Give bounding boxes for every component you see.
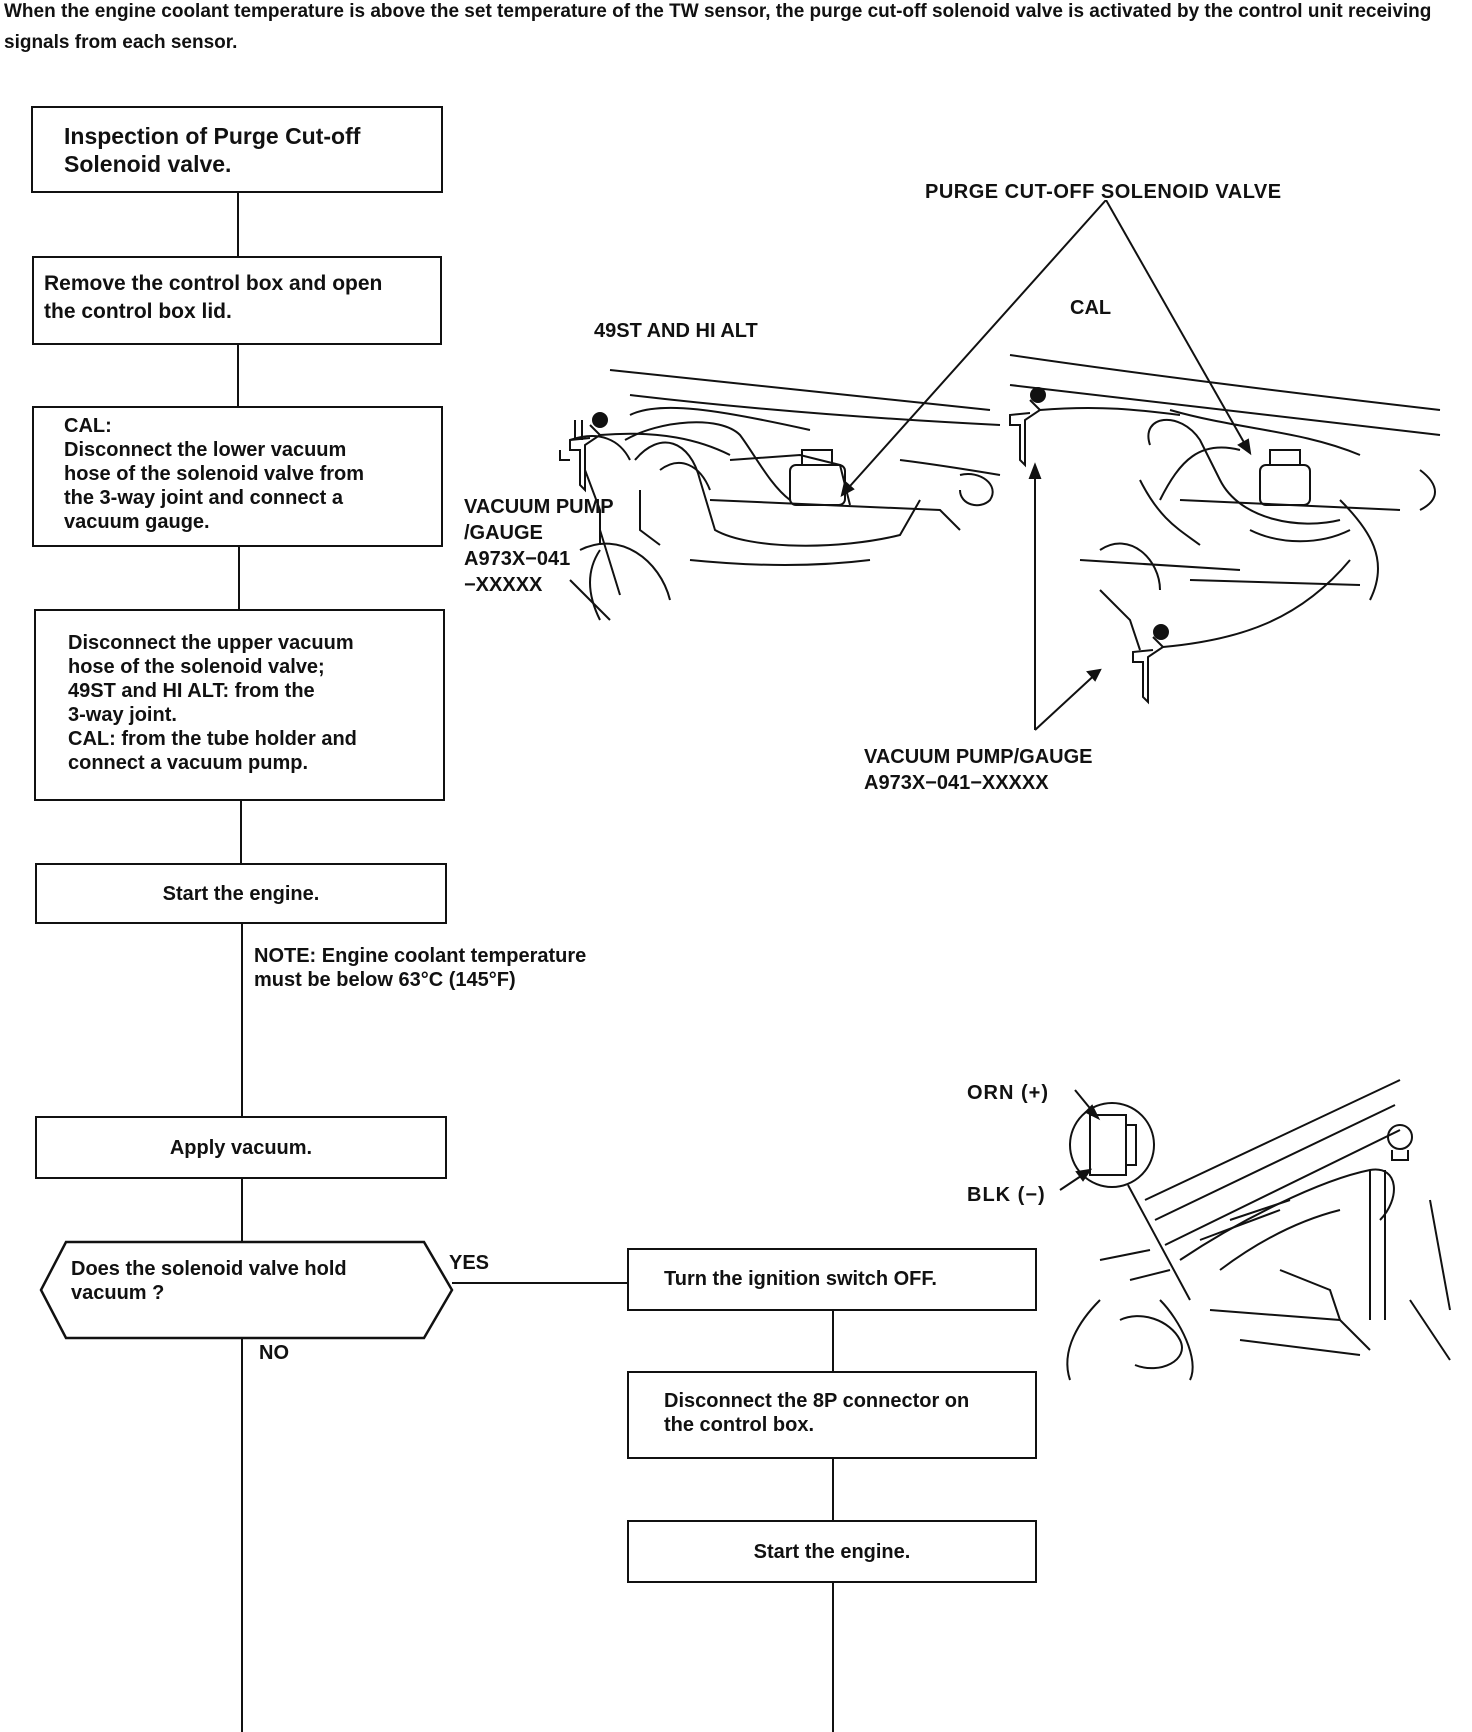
apply-vacuum-text: Apply vacuum. [169,1136,313,1159]
disconnect-8p-box: Disconnect the 8P connector on the contr… [627,1371,1037,1459]
connector-illustration [1040,1060,1460,1390]
step-cal-text: CAL: Disconnect the lower vacuum hose of… [64,415,365,533]
step-cal-box: CAL: Disconnect the lower vacuum hose of… [32,406,443,547]
connector-line [237,344,239,407]
start-engine-2-box: Start the engine. [627,1520,1037,1583]
start-engine-2-text: Start the engine. [753,1540,911,1563]
decision-text: Does the solenoid valve hold vacuum ? [71,1258,347,1304]
purge-valve-label: PURGE CUT-OFF SOLENOID VALVE [925,181,1282,203]
note-text: NOTE: Engine coolant temperature must be… [254,945,587,991]
yes-label: YES [449,1252,490,1274]
connector-line [832,1582,834,1732]
disconnect-8p-text: Disconnect the 8P connector on the contr… [664,1390,970,1436]
orn-label: ORN (+) [967,1082,1049,1104]
no-label: NO [259,1342,289,1364]
connector-line [240,800,242,863]
step-remove-box: Remove the control box and open the cont… [32,256,442,345]
connector-line [238,546,240,610]
step-remove-text: Remove the control box and open the cont… [44,272,383,323]
connector-line [452,1282,628,1284]
start-engine-text: Start the engine. [162,882,320,905]
vacuum-pump-left-label: VACUUM PUMP /GAUGE A973X−041 −XXXXX [464,496,614,596]
connector-line [241,1178,243,1241]
decision-hexagon [39,1240,454,1340]
connector-line [832,1458,834,1520]
connector-line [241,1338,243,1732]
start-engine-box: Start the engine. [35,863,447,924]
title-text: Inspection of Purge Cut-off Solenoid val… [64,123,361,177]
cal-label: CAL [1070,297,1112,319]
title-box: Inspection of Purge Cut-off Solenoid val… [31,106,443,193]
connector-line [832,1311,834,1372]
apply-vacuum-box: Apply vacuum. [35,1116,447,1179]
blk-label: BLK (−) [967,1184,1046,1206]
ignition-off-text: Turn the ignition switch OFF. [664,1268,937,1290]
step-upper-text: Disconnect the upper vacuum hose of the … [68,632,357,774]
step-upper-box: Disconnect the upper vacuum hose of the … [34,609,445,801]
49st-hi-alt-label: 49ST AND HI ALT [594,320,758,342]
solenoid-valve-illustration [540,200,1460,760]
intro-text: When the engine coolant temperature is a… [4,1,1432,53]
connector-line [241,923,243,1117]
connector-line [237,192,239,256]
ignition-off-box: Turn the ignition switch OFF. [627,1248,1037,1311]
vacuum-pump-right-label: VACUUM PUMP/GAUGE A973X−041−XXXXX [864,746,1093,794]
